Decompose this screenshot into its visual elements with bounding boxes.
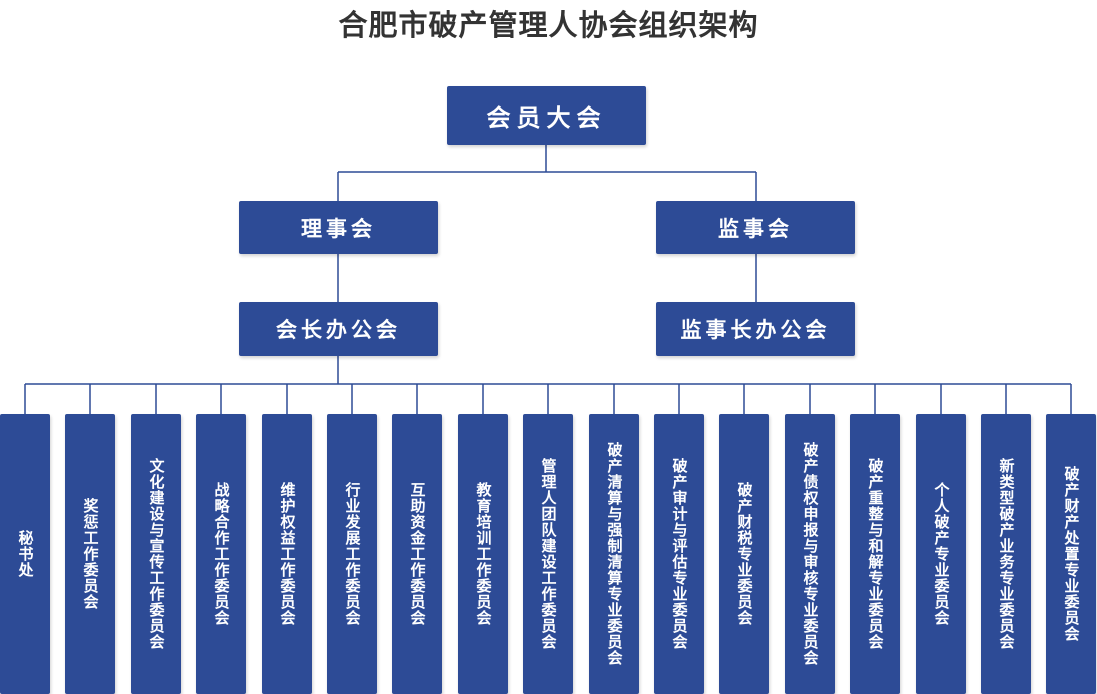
node-department: 破产审计与评估专业委员会 xyxy=(654,414,704,694)
node-label: 管理人团队建设工作委员会 xyxy=(539,458,558,650)
node-label: 破产重整与和解专业委员会 xyxy=(866,458,885,650)
node-label: 破产财税专业委员会 xyxy=(735,482,754,626)
chart-title: 合肥市破产管理人协会组织架构 xyxy=(338,8,759,42)
node-label: 互助资金工作委员会 xyxy=(408,482,427,626)
node-label: 理事会 xyxy=(301,216,376,241)
node-department: 互助资金工作委员会 xyxy=(392,414,442,694)
node-department: 管理人团队建设工作委员会 xyxy=(523,414,573,694)
node-department: 破产重整与和解专业委员会 xyxy=(850,414,900,694)
node-label: 个人破产专业委员会 xyxy=(932,482,951,626)
node-label: 新类型破产业务专业委员会 xyxy=(997,458,1016,650)
node-department: 行业发展工作委员会 xyxy=(327,414,377,694)
node-department: 破产债权申报与审核专业委员会 xyxy=(785,414,835,694)
node-supervisory-board: 监事会 xyxy=(656,201,855,254)
node-label: 监事会 xyxy=(718,216,793,241)
node-general-assembly: 会员大会 xyxy=(447,86,646,145)
node-department: 破产清算与强制清算专业委员会 xyxy=(589,414,639,694)
node-label: 破产清算与强制清算专业委员会 xyxy=(605,442,624,666)
node-label: 会长办公会 xyxy=(276,318,401,342)
node-president-office: 会长办公会 xyxy=(239,302,438,356)
node-department: 战略合作工作委员会 xyxy=(196,414,246,694)
node-label: 监事长办公会 xyxy=(680,318,831,342)
node-department: 破产财产处置专业委员会 xyxy=(1046,414,1096,694)
node-label: 教育培训工作委员会 xyxy=(474,482,493,626)
node-label: 破产审计与评估专业委员会 xyxy=(670,458,689,650)
node-council: 理事会 xyxy=(239,201,438,254)
node-department: 奖惩工作委员会 xyxy=(65,414,115,694)
node-label: 秘书处 xyxy=(16,530,35,578)
node-department: 教育培训工作委员会 xyxy=(458,414,508,694)
node-department: 文化建设与宣传工作委员会 xyxy=(131,414,181,694)
node-label: 会员大会 xyxy=(486,104,607,132)
node-label: 破产财产处置专业委员会 xyxy=(1062,466,1081,642)
node-label: 奖惩工作委员会 xyxy=(81,498,100,610)
node-label: 破产债权申报与审核专业委员会 xyxy=(801,442,820,666)
node-department: 个人破产专业委员会 xyxy=(916,414,966,694)
node-department: 破产财税专业委员会 xyxy=(719,414,769,694)
node-chief-supervisor-office: 监事长办公会 xyxy=(656,302,855,356)
node-department: 秘书处 xyxy=(0,414,50,694)
node-label: 文化建设与宣传工作委员会 xyxy=(147,458,166,650)
node-department: 新类型破产业务专业委员会 xyxy=(981,414,1031,694)
node-label: 维护权益工作委员会 xyxy=(278,482,297,626)
node-department: 维护权益工作委员会 xyxy=(262,414,312,694)
node-label: 行业发展工作委员会 xyxy=(343,482,362,626)
node-label: 战略合作工作委员会 xyxy=(212,482,231,626)
